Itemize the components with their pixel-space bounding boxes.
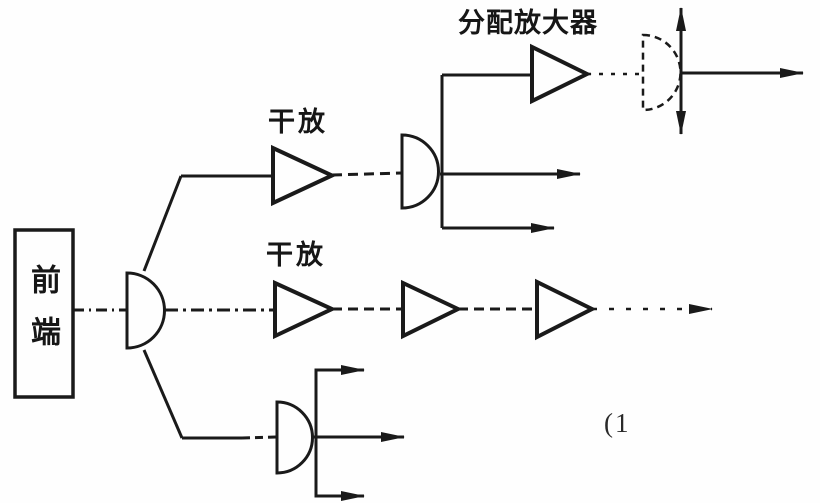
trunk-amplifier-mid-3: [535, 278, 597, 341]
front-end-box: [13, 228, 75, 399]
output-arrow-bottom-up: [314, 365, 365, 437]
wire-diagonal-up: [142, 175, 183, 272]
distribution-amp-label: 分配放大器: [458, 8, 598, 38]
trunk-amp-middle-label: 干放: [266, 240, 326, 270]
splitter-main: [125, 271, 166, 350]
wire-diagonal-down: [142, 349, 184, 439]
splitter-distribution: [641, 33, 682, 112]
splitter-bottom: [275, 400, 314, 475]
splitter-top: [400, 133, 440, 210]
wire-amp-to-splitter-top: [331, 171, 403, 177]
front-end-label: 前端: [26, 264, 59, 368]
distribution-amplifier: [530, 43, 592, 105]
wire-bottom-horizontal-dashed: [241, 435, 278, 440]
output-arrow-bottom-down: [314, 437, 365, 501]
trunk-amplifier-top: [271, 144, 337, 207]
trunk-amplifier-mid-1: [273, 279, 337, 340]
figure-mark: (1: [604, 408, 631, 438]
trunk-amplifier-mid-2: [401, 279, 463, 340]
trunk-amp-top-label: 干放: [268, 107, 328, 137]
